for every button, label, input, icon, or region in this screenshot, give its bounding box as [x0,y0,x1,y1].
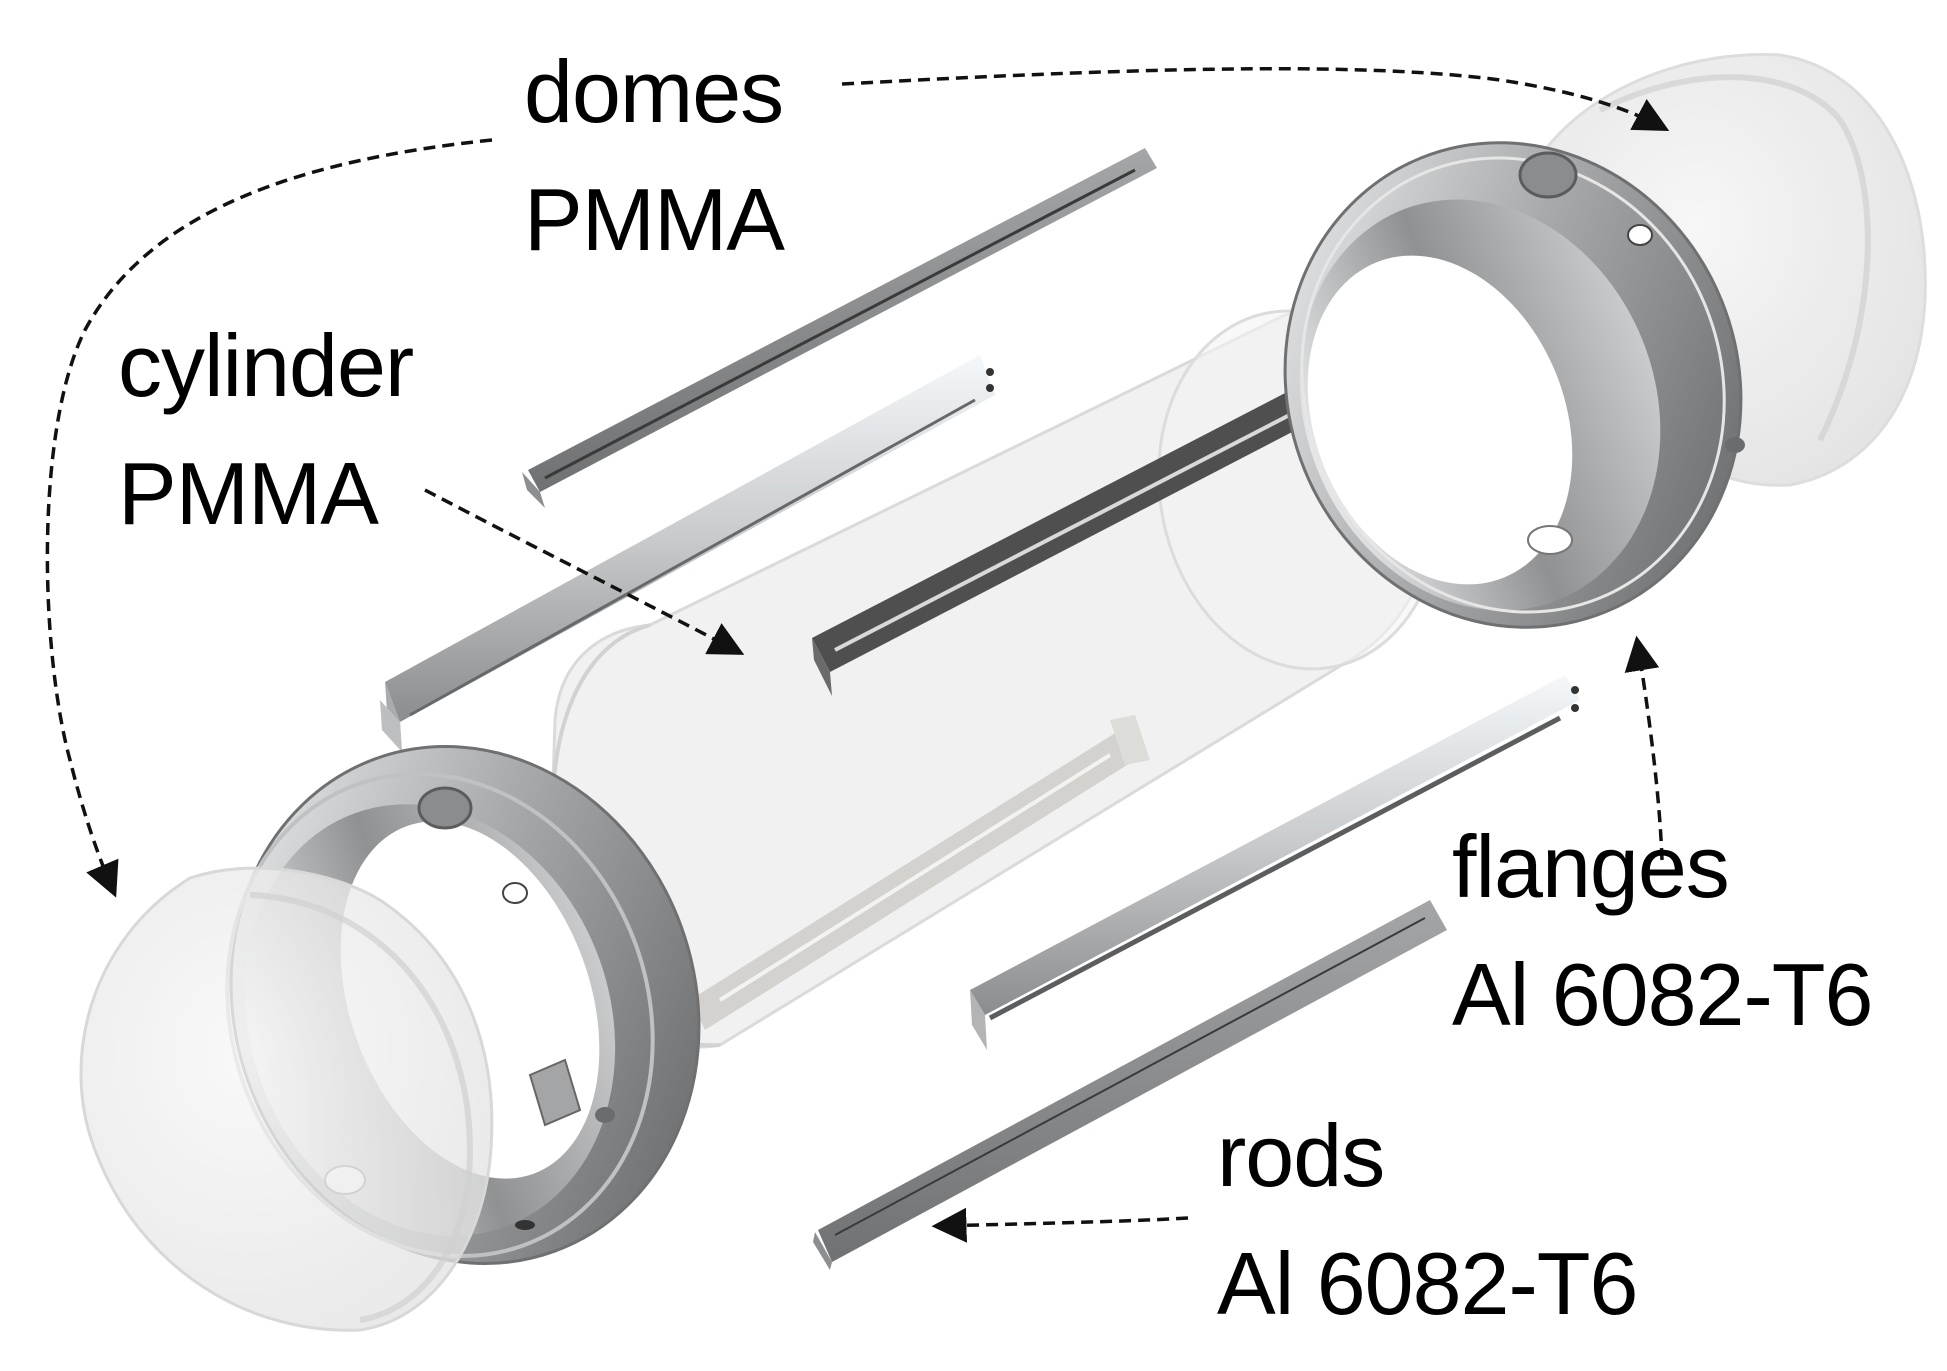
flanges-material: Al 6082-T6 [1452,945,1873,1044]
cylinder-label: cylinder PMMA [118,302,414,558]
domes-label: domes PMMA [524,28,785,284]
rod-inner [690,715,1150,1030]
rods-arrow [931,1207,1189,1243]
cylinder-part-name: cylinder [118,316,414,415]
cylinder-material: PMMA [118,444,379,543]
rod-top [522,148,1157,508]
annotation-arrows [45,67,1670,1243]
flanges-label: flanges Al 6082-T6 [1452,803,1873,1059]
domes-arrow-right [841,67,1670,131]
domes-arrow-left [45,138,493,898]
rods-material: Al 6082-T6 [1217,1234,1638,1333]
flanges-arrow [1624,635,1664,861]
flanges-part-name: flanges [1452,817,1730,916]
left-dome [79,866,494,1332]
rod-upper-light [380,355,995,752]
rods-label: rods Al 6082-T6 [1217,1092,1638,1348]
domes-material: PMMA [524,170,785,269]
domes-part-name: domes [524,42,784,141]
rod-bottom [813,900,1447,1270]
right-flange [1283,141,1745,629]
rod-lower-light [970,675,1580,1050]
cylinder-arrow [424,488,745,655]
rods-part-name: rods [1217,1106,1385,1205]
